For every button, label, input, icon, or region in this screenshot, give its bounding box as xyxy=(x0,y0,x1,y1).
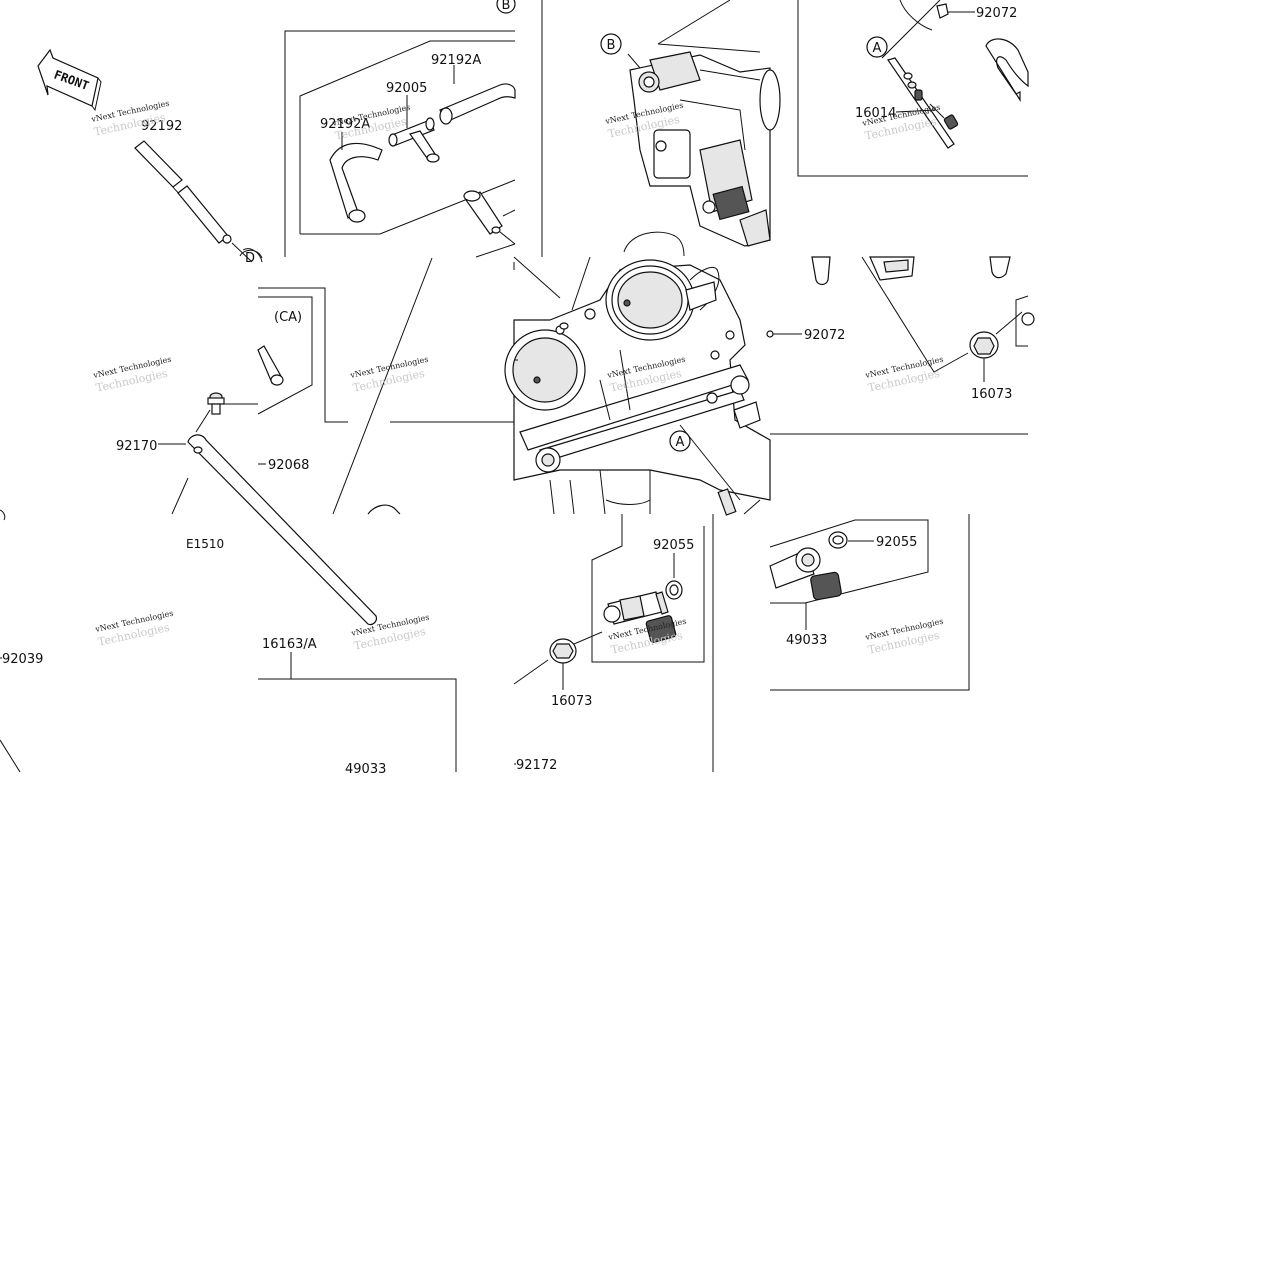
label-92055-right: 92055 xyxy=(876,535,917,550)
elbow-hose-top xyxy=(439,83,516,125)
label-92192a-top: 92192A xyxy=(431,53,481,68)
strap-92170 xyxy=(171,409,377,626)
watermark-9: Technologies vNext Technologies xyxy=(94,609,175,649)
tee-fitting-92005 xyxy=(388,117,440,163)
injector-panel-center xyxy=(513,514,714,772)
label-92005: 92005 xyxy=(386,81,427,96)
label-92072-mid: 92072 xyxy=(804,328,845,343)
bolt-92068 xyxy=(207,392,258,415)
watermark-12: Technologies vNext Technologies xyxy=(864,617,945,657)
label-16073-right: 16073 xyxy=(971,387,1012,402)
elbow-hose-left xyxy=(329,142,383,223)
front-arrow-icon: FRONT xyxy=(37,48,102,112)
label-92170: 92170 xyxy=(116,439,157,454)
svg-text:B: B xyxy=(502,0,511,13)
label-16163a: 16163/A xyxy=(262,637,317,652)
ca-frame xyxy=(257,287,515,423)
hose-stub-ca xyxy=(257,345,284,386)
label-49033-right: 49033 xyxy=(786,633,827,648)
watermark-6: Technologies vNext Technologies xyxy=(349,355,430,395)
leader-lines xyxy=(158,65,802,465)
watermark-8: Technologies vNext Technologies xyxy=(864,355,945,395)
callout-d: D xyxy=(239,249,263,266)
callout-b-2: B xyxy=(600,33,622,55)
injector-panel-right xyxy=(769,514,970,691)
label-92192: 92192 xyxy=(141,119,182,134)
callout-a-1: A xyxy=(866,36,888,58)
callout-a-2: A xyxy=(669,430,691,452)
label-16073-center: 16073 xyxy=(551,694,592,709)
svg-text:B: B xyxy=(607,38,616,53)
injector-cap-panel xyxy=(797,0,1029,177)
svg-text:D: D xyxy=(245,251,255,266)
label-16014: 16014 xyxy=(855,106,896,121)
svg-text:A: A xyxy=(676,435,685,450)
label-92172: 92172 xyxy=(516,758,557,773)
throttle-body-main xyxy=(504,231,800,516)
bottom-left-frame xyxy=(0,509,457,773)
label-92072-top: 92072 xyxy=(976,6,1017,21)
partial-hose xyxy=(367,504,401,515)
short-hose xyxy=(463,190,516,245)
right-mid-frame xyxy=(770,256,1035,435)
callout-b-1: B xyxy=(496,0,516,14)
leader-long xyxy=(332,257,433,515)
label-e1510: E1510 xyxy=(186,537,224,551)
label-92068: 92068 xyxy=(268,458,309,473)
hose-92192 xyxy=(134,140,263,263)
watermark-5: Technologies vNext Technologies xyxy=(92,355,173,395)
label-92039: 92039 xyxy=(2,652,43,667)
label-92055-center: 92055 xyxy=(653,538,694,553)
label-49033-left: 49033 xyxy=(345,762,386,777)
svg-text:A: A xyxy=(873,41,882,56)
label-92192a-left: 92192A xyxy=(320,117,370,132)
label-ca: (CA) xyxy=(274,310,302,325)
throttle-body-top xyxy=(541,0,781,257)
